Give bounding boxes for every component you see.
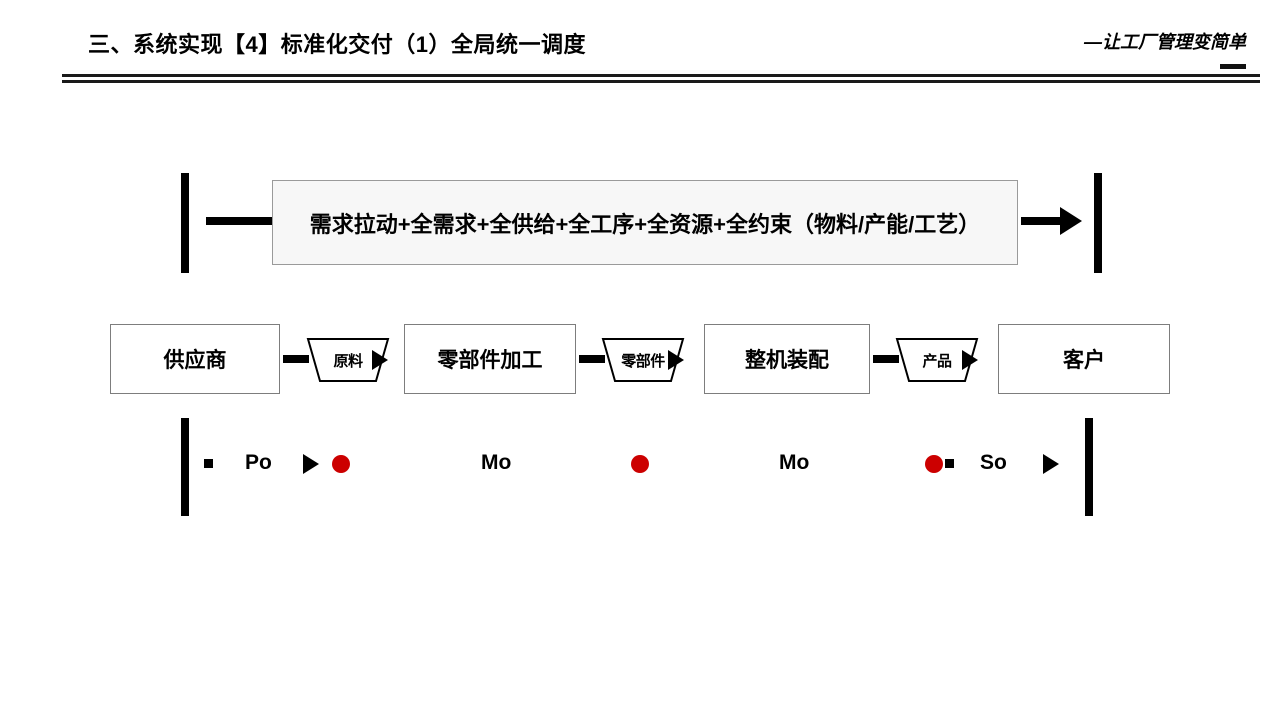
material-label: 原料	[333, 352, 363, 370]
flow-connector-3a	[873, 355, 899, 363]
banner-right-connector	[1021, 217, 1061, 225]
flow-connector-1a	[283, 355, 309, 363]
banner-text: 需求拉动+全需求+全供给+全工序+全资源+全约束（物料/产能/工艺）	[309, 211, 981, 237]
order-marker-dot-mo-1	[631, 455, 649, 473]
banner-left-bar	[181, 173, 189, 273]
order-label-mo-1: Mo	[481, 451, 512, 474]
material-label: 产品	[922, 352, 952, 370]
header-divider-lower	[62, 80, 1260, 83]
process-stage-label: 整机装配	[745, 349, 829, 372]
header-dash-accent	[1220, 64, 1246, 69]
order-label-mo-2: Mo	[779, 451, 810, 474]
banner-right-bar	[1094, 173, 1102, 273]
order-marker-square-po	[204, 459, 213, 468]
banner-box: 需求拉动+全需求+全供给+全工序+全资源+全约束（物料/产能/工艺）	[272, 180, 1018, 265]
banner-left-connector	[206, 217, 276, 225]
order-marker-dot-po	[332, 455, 350, 473]
process-stage-label: 零部件加工	[437, 349, 543, 372]
trapezoid-shape-icon	[895, 338, 979, 382]
slide-header: 三、系统实现【4】标准化交付（1）全局统一调度 —让工厂管理变简单	[0, 0, 1280, 92]
material-product: 产品	[895, 337, 979, 383]
process-stage-customer[interactable]: 客户	[998, 324, 1170, 394]
material-components: 零部件	[601, 337, 685, 383]
header-slogan: —让工厂管理变简单	[1084, 32, 1246, 52]
material-label: 零部件	[621, 352, 665, 370]
process-stage-label: 客户	[1063, 349, 1105, 372]
process-stage-final-assembly[interactable]: 整机装配	[704, 324, 870, 394]
trapezoid-shape-icon	[601, 338, 685, 382]
flow-arrow-1-icon	[372, 350, 388, 370]
banner-right-arrow-icon	[1060, 207, 1082, 235]
flow-connector-2a	[579, 355, 605, 363]
order-arrow-po-icon	[303, 454, 319, 474]
order-left-bar	[181, 418, 189, 516]
order-right-bar	[1085, 418, 1093, 516]
page-title: 三、系统实现【4】标准化交付（1）全局统一调度	[88, 32, 586, 57]
order-marker-dot-mo-2	[925, 455, 943, 473]
process-stage-label: 供应商	[163, 349, 227, 372]
trapezoid-shape-icon	[306, 338, 390, 382]
flow-arrow-3-icon	[962, 350, 978, 370]
order-label-po: Po	[245, 451, 272, 474]
order-arrow-so-icon	[1043, 454, 1059, 474]
order-marker-square-so	[945, 459, 954, 468]
header-divider-upper	[62, 74, 1260, 77]
material-raw: 原料	[306, 337, 390, 383]
order-label-so: So	[980, 451, 1007, 474]
flow-arrow-2-icon	[668, 350, 684, 370]
process-stage-supplier[interactable]: 供应商	[110, 324, 280, 394]
process-stage-parts-machining[interactable]: 零部件加工	[404, 324, 576, 394]
